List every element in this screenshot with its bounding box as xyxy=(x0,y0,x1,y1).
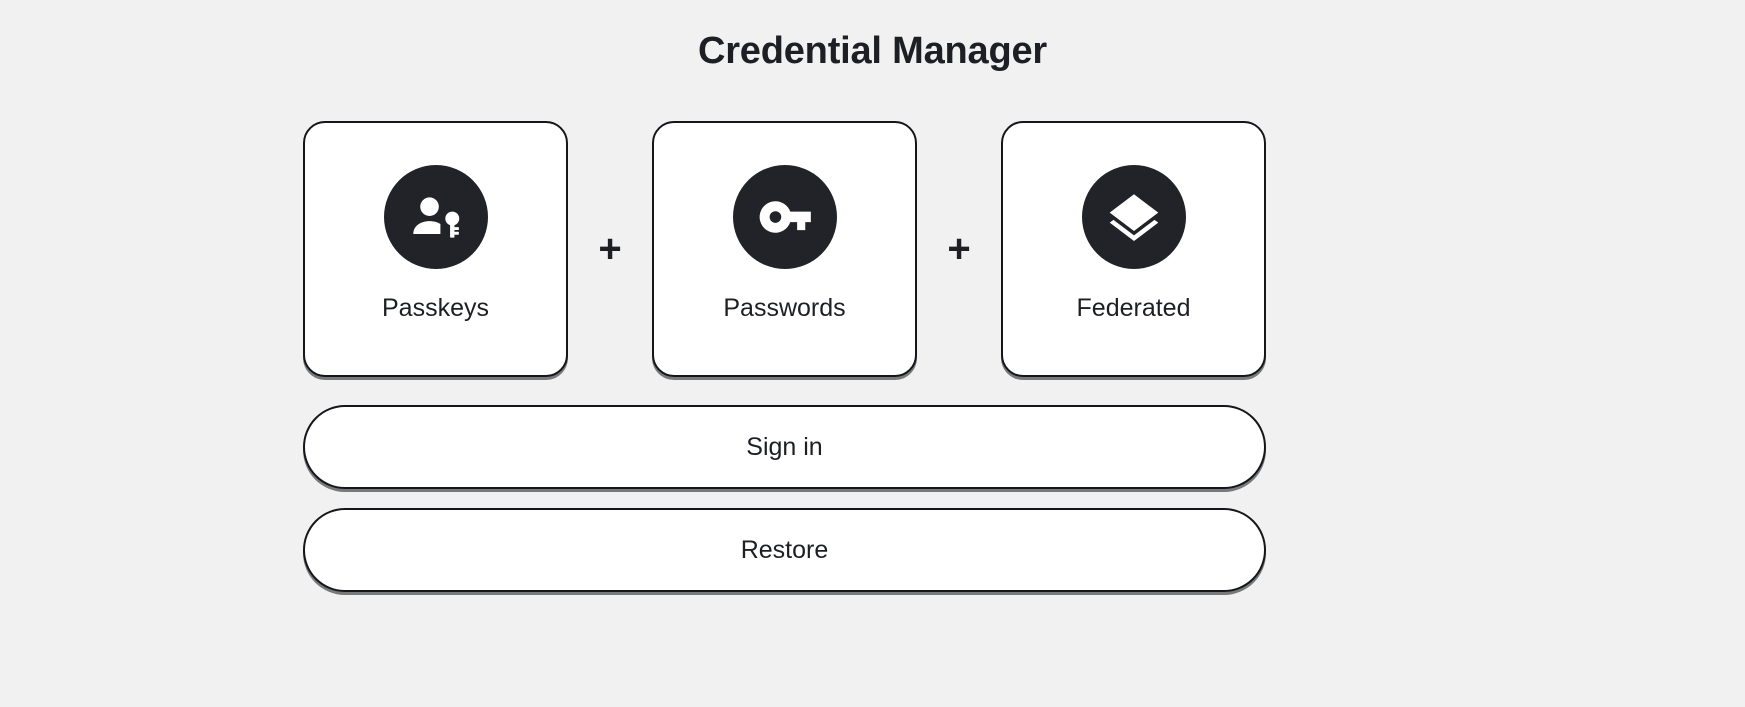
sign-in-button[interactable]: Sign in xyxy=(303,405,1266,489)
credential-types-row: Passkeys + Passwords + xyxy=(303,120,1266,378)
vpn-key-icon xyxy=(732,165,837,269)
plus-separator-1: + xyxy=(598,227,622,271)
restore-button[interactable]: Restore xyxy=(303,508,1266,592)
credential-card-passkeys[interactable]: Passkeys xyxy=(303,121,568,377)
credential-card-passwords[interactable]: Passwords xyxy=(652,121,917,377)
credential-card-federated[interactable]: Federated xyxy=(1001,121,1266,377)
page-title: Credential Manager xyxy=(697,30,1048,72)
passkey-person-key-icon xyxy=(383,165,488,269)
layers-icon xyxy=(1081,165,1186,269)
credential-card-label: Federated xyxy=(1076,294,1191,322)
plus-separator-2: + xyxy=(947,227,971,271)
credential-card-label: Passwords xyxy=(723,294,846,322)
credential-card-label: Passkeys xyxy=(382,294,489,322)
